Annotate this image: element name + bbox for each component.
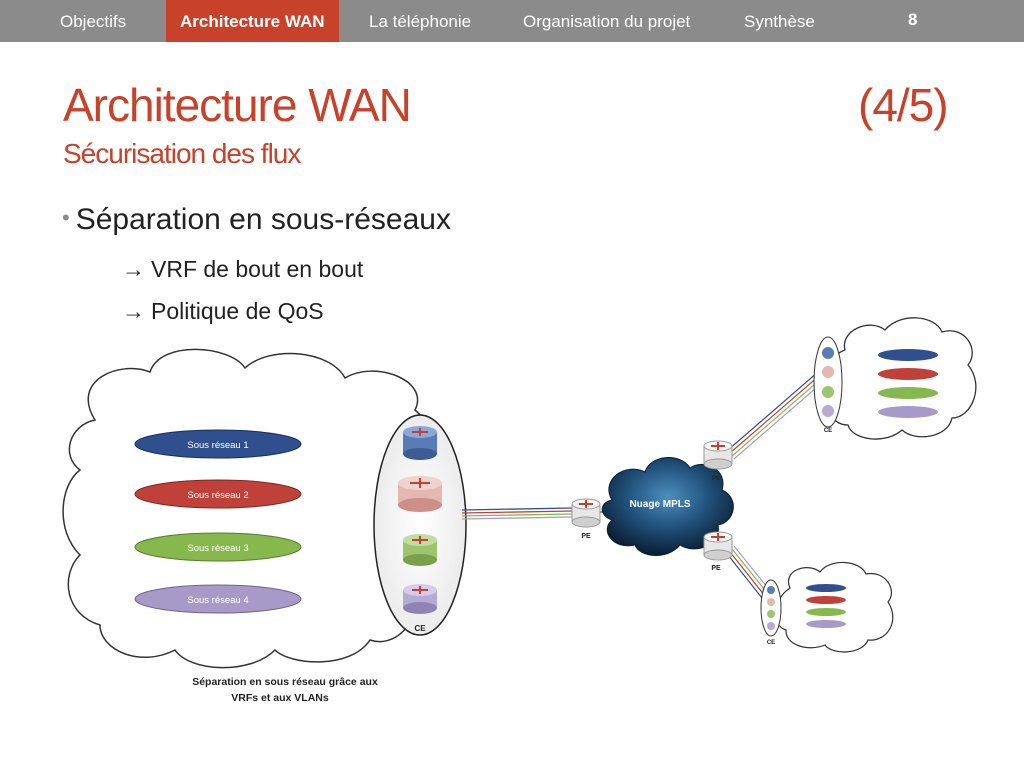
ce-router-red: [398, 476, 442, 512]
top-site-subnet-3: [878, 387, 938, 399]
bullet-item: •Séparation en sous-réseaux: [62, 203, 451, 237]
bottom-site-router-red: [767, 598, 775, 606]
pe-router-bottom: [703, 531, 733, 561]
subnet-1-ellipse: [134, 429, 302, 459]
ce-label-bottom: CE: [767, 640, 775, 646]
nav-item-organisation[interactable]: Organisation du projet: [523, 12, 691, 31]
subnet-2-ellipse: [134, 479, 302, 509]
sub-bullet-item: →Politique de QoS: [122, 298, 324, 325]
subnet-3-label: Sous réseau 3: [187, 543, 248, 554]
pe-label-bottom: PE: [711, 565, 721, 572]
ce-router-group: [373, 414, 467, 636]
arrow-right-icon: →: [122, 298, 145, 324]
bottom-site-links: [727, 545, 772, 599]
nav-item-telephonie[interactable]: La téléphonie: [369, 12, 472, 31]
subnet-1-label: Sous réseau 1: [187, 440, 248, 451]
sub-bullet-item: →VRF de bout en bout: [122, 256, 363, 283]
pe-label-top: PE: [712, 476, 720, 482]
bottom-site-router-blue: [767, 586, 775, 594]
subnet-4-label: Sous réseau 4: [187, 595, 248, 606]
page-indicator: (4/5): [858, 79, 949, 131]
bullet-text: Séparation en sous-réseaux: [75, 203, 451, 236]
bottom-site-subnet-4: [806, 620, 846, 628]
arrow-right-icon: →: [122, 256, 145, 282]
top-site-subnet-4: [878, 406, 938, 418]
bottom-site-router-purple: [767, 622, 775, 630]
top-site-router-red: [822, 366, 834, 378]
subnet-3-ellipse: [134, 532, 302, 562]
bullet-dot-icon: •: [62, 205, 70, 230]
subnet-4-ellipse: [134, 584, 302, 614]
ce-label-top: CE: [824, 428, 832, 434]
mpls-cloud-label: Nuage MPLS: [629, 499, 690, 510]
slide-title: Architecture WAN: [63, 79, 412, 131]
diagram-caption-line-2: VRFs et aux VLANs: [231, 692, 329, 704]
ce-router-purple: [403, 584, 437, 614]
slide-subtitle: Sécurisation des flux: [63, 138, 301, 169]
ce-router-green: [403, 534, 437, 566]
sub-bullet-text: VRF de bout en bout: [151, 256, 364, 282]
sub-bullet-text: Politique de QoS: [151, 298, 324, 324]
ce-label-left: CE: [414, 624, 426, 633]
bottom-site-router-green: [767, 610, 775, 618]
bottom-right-site-cloud: [774, 561, 894, 653]
top-site-subnet-1: [878, 349, 938, 361]
top-site-subnet-2: [878, 368, 938, 380]
diagram-caption-line-1: Séparation en sous réseau grâce aux: [192, 676, 378, 688]
nav-item-objectifs[interactable]: Objectifs: [60, 12, 127, 31]
top-site-links: [727, 371, 825, 460]
ce-pe-links: [461, 507, 573, 520]
mpls-cloud: [601, 456, 734, 556]
pe-label-left: PE: [581, 533, 591, 540]
bottom-site-subnet-3: [806, 608, 846, 616]
bottom-site-ce-group: [760, 579, 782, 637]
bottom-site-subnet-1: [806, 584, 846, 592]
subnet-2-label: Sous réseau 2: [187, 490, 248, 501]
top-site-router-purple: [822, 405, 834, 417]
slide-number: 8: [908, 10, 918, 29]
pe-router-left: [571, 498, 601, 528]
top-site-router-blue: [822, 347, 834, 359]
top-navigation: Objectifs Architecture WAN La téléphonie…: [0, 0, 1024, 42]
top-site-router-green: [822, 386, 834, 398]
top-site-ce-group: [813, 336, 843, 428]
nav-item-synthese[interactable]: Synthèse: [744, 12, 815, 31]
pe-router-top: [703, 440, 733, 470]
ce-router-blue: [403, 426, 437, 460]
nav-item-architecture-wan[interactable]: Architecture WAN: [166, 0, 339, 42]
bottom-site-subnet-2: [806, 596, 846, 604]
